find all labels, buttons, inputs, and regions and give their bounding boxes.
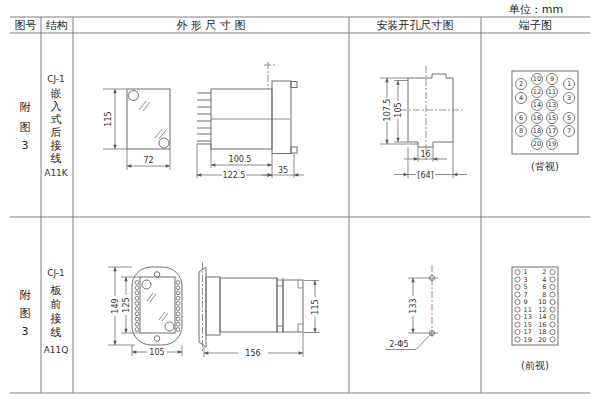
fig-char: 附 — [20, 289, 32, 302]
dim-total-depth: 122.5 — [223, 171, 246, 180]
terminal-circle — [550, 337, 555, 342]
terminal-number: 19 — [524, 336, 532, 344]
terminal-number: 19 — [548, 140, 556, 148]
terminal-circle — [550, 329, 555, 334]
pin-circle — [135, 307, 139, 311]
glass-hatch — [139, 101, 166, 139]
terminal-circle — [515, 314, 520, 319]
header-terminal: 端子图 — [518, 19, 552, 32]
dim-slot-width: 16 — [420, 150, 430, 159]
pin-circle — [176, 301, 180, 305]
fig-char: 图 — [20, 307, 31, 320]
terminal-circle — [515, 322, 520, 327]
terminal-circle — [550, 322, 555, 327]
terminal-circle — [550, 314, 555, 319]
pin-circle — [135, 312, 139, 316]
pin-circle — [135, 291, 139, 295]
table-grid — [10, 17, 590, 393]
dim-flange: 35 — [278, 166, 288, 175]
dim-depth: 100.5 — [229, 155, 252, 164]
structure-char: 入 — [51, 100, 62, 113]
dim-width: 72 — [143, 156, 153, 165]
row2-outline-side-view: 115 156 — [199, 262, 320, 358]
terminal-number: 6 — [519, 114, 523, 122]
holes-label: 2-Φ5 — [389, 340, 408, 349]
terminal-number: 3 — [567, 94, 571, 102]
row1-terminal-diagram: 1091211141316151817201921436587 (背视) — [512, 71, 578, 172]
fig-char: 3 — [22, 325, 29, 338]
pin-circle — [176, 312, 180, 316]
dim-height: 115 — [104, 111, 113, 126]
terminal-number: 7 — [567, 127, 571, 135]
header-install: 安装开孔尺寸图 — [377, 19, 454, 32]
terminal-circle — [515, 307, 520, 312]
pin-circle — [135, 301, 139, 305]
terminal-number: 15 — [548, 114, 556, 122]
pin-circle — [176, 317, 180, 321]
fig-char: 图 — [20, 121, 31, 134]
structure-char: 接 — [51, 139, 62, 152]
terminal-number: 20 — [538, 336, 546, 344]
terminal-number: 18 — [533, 127, 541, 135]
terminal-number: 13 — [548, 101, 556, 109]
row2-fig-no: 附 图 3 — [20, 289, 32, 338]
row2-outline-front-view: 149 125 105 — [108, 267, 182, 357]
pin-circle — [176, 281, 180, 285]
pin-circle — [176, 296, 180, 300]
structure-code: A11Q — [44, 345, 69, 355]
terminal-circle — [550, 277, 555, 282]
terminal-number: 10 — [533, 75, 541, 83]
row1-fig-no: 附 图 3 — [20, 101, 32, 152]
structure-char: 线 — [51, 326, 62, 339]
terminal-circles-rear: 1091211141316151817201921436587 — [516, 74, 575, 150]
structure-char: 线 — [51, 152, 62, 165]
terminal-number: 9 — [550, 75, 554, 83]
pin-circle — [135, 317, 139, 321]
front-view-label: (前视) — [521, 360, 549, 371]
dim-inner-height: 105 — [394, 102, 403, 117]
fig-char: 3 — [22, 139, 29, 152]
structure-code: A11K — [44, 168, 69, 178]
terminal-circle — [515, 269, 520, 274]
terminal-circle — [550, 292, 555, 297]
terminal-circle — [550, 299, 555, 304]
pin-circle — [176, 291, 180, 295]
terminal-circles-front: 1357911131517192468101214161820 — [515, 268, 555, 344]
terminal-number: 11 — [548, 88, 556, 96]
structure-char: 式 — [51, 113, 62, 126]
dim-inner-height: 125 — [122, 297, 131, 312]
structure-char: 板 — [50, 284, 62, 297]
structure-model: CJ-1 — [47, 268, 65, 278]
header-fig-no: 图号 — [15, 19, 37, 32]
pin-circle — [135, 286, 139, 290]
dim-panel-width: [64] — [417, 171, 433, 180]
terminal-circle — [515, 337, 520, 342]
pin-circle — [176, 328, 180, 332]
row1-outline-side-view: 100.5 122.5 35 — [197, 62, 304, 180]
row1-outline-front-view: 115 72 — [103, 89, 170, 170]
pin-circle — [135, 281, 139, 285]
header-outline: 外 形 尺 寸 图 — [177, 19, 246, 32]
dim-side-height: 115 — [311, 299, 320, 314]
header-structure: 结构 — [46, 19, 68, 32]
row2-structure: CJ-1 板 前 接 线 A11Q — [44, 268, 69, 355]
terminal-circle — [515, 284, 520, 289]
structure-char: 前 — [50, 298, 62, 311]
pin-circle — [176, 307, 180, 311]
terminal-number: 16 — [533, 114, 541, 122]
terminal-number: 12 — [533, 88, 541, 96]
unit-label: 单位：mm — [509, 3, 563, 16]
table-header: 图号 结构 外 形 尺 寸 图 安装开孔尺寸图 端子图 — [15, 19, 553, 32]
terminal-pins — [197, 93, 211, 144]
terminal-circle — [515, 329, 520, 334]
terminal-number: 8 — [519, 127, 523, 135]
structure-char: 后 — [51, 126, 62, 139]
terminal-number: 14 — [533, 101, 541, 109]
row2-install-diagram: 133 2-Φ5 — [385, 265, 438, 350]
terminal-circle — [550, 284, 555, 289]
structure-char: 嵌 — [51, 87, 62, 100]
terminal-circle — [515, 299, 520, 304]
dim-height: 149 — [111, 298, 120, 313]
